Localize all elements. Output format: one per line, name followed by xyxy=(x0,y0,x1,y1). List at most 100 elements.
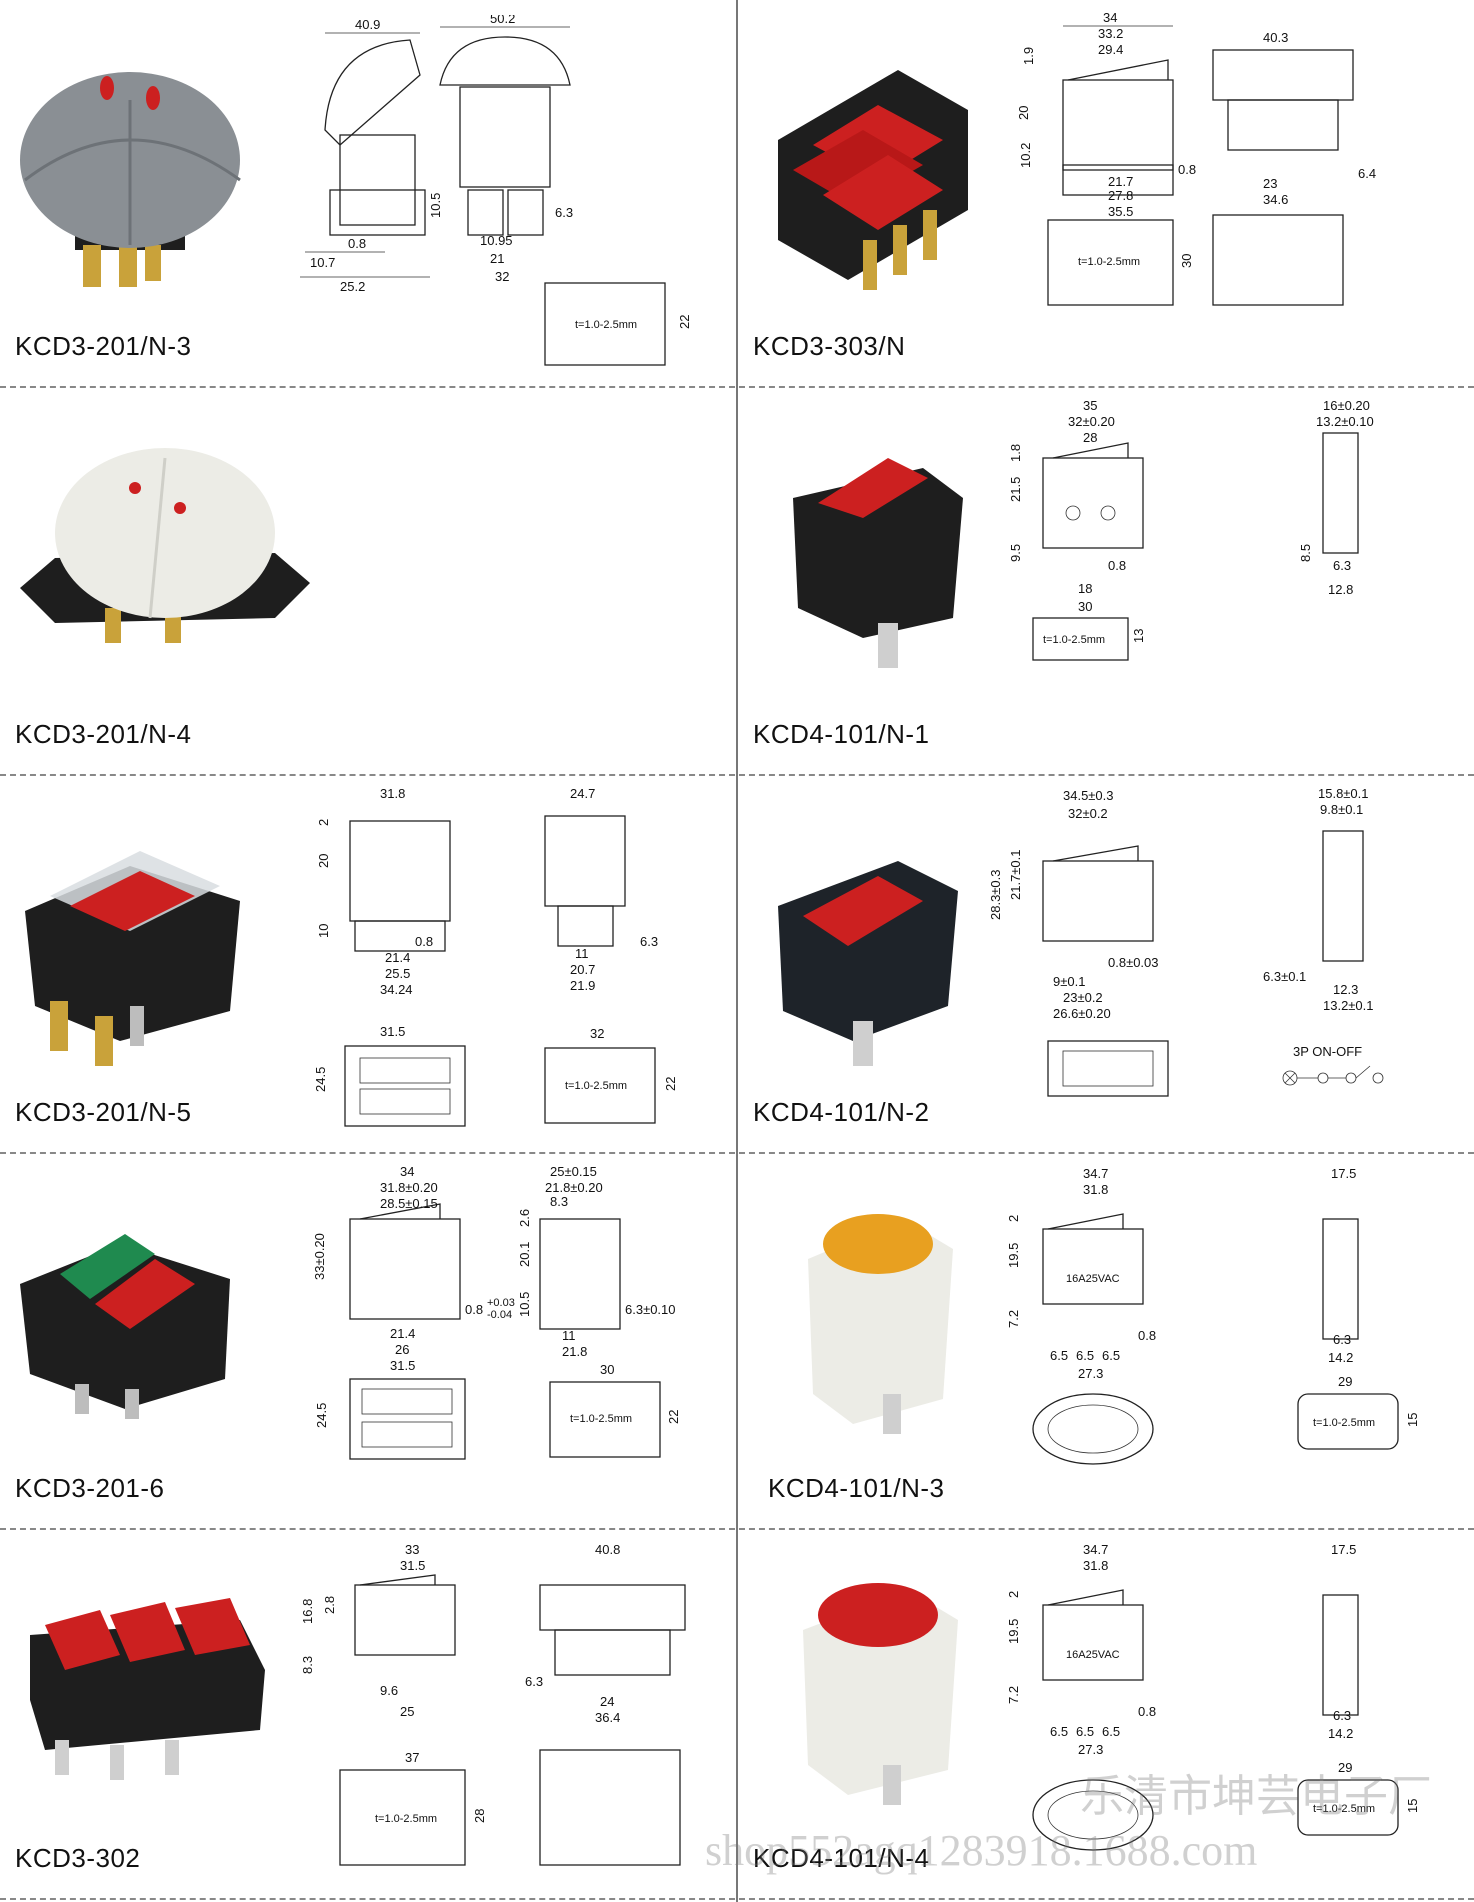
product-card: 40.9 50.2 10.5 0.8 10.7 25.2 10.95 21 32… xyxy=(0,0,736,386)
dim-label: 33 xyxy=(405,1542,419,1557)
dim-label: 14.2 xyxy=(1328,1350,1353,1365)
row-divider xyxy=(0,1898,1474,1900)
dim-label: 6.5 xyxy=(1076,1724,1094,1739)
dim-label: 32 xyxy=(495,269,509,284)
dim-label: 20 xyxy=(316,854,331,868)
row-divider xyxy=(0,1528,1474,1530)
dim-label: 0.8 xyxy=(465,1302,483,1317)
dim-label: 17.5 xyxy=(1331,1166,1356,1181)
dim-label: 8.5 xyxy=(1298,544,1313,562)
dimension-drawing: 34.7 31.8 2 19.5 7.2 16A25VAC 0.8 6.5 6.… xyxy=(1006,1166,1420,1465)
dim-label: 35 xyxy=(1083,398,1097,413)
dim-label: 30 xyxy=(1179,254,1194,268)
dim-label: 50.2 xyxy=(490,15,515,26)
dim-label: 23±0.2 xyxy=(1063,990,1103,1005)
dim-label: 0.8 xyxy=(1138,1328,1156,1343)
dim-label: 28 xyxy=(472,1809,487,1823)
dim-label: 14.2 xyxy=(1328,1726,1353,1741)
circuit-label: 3P ON-OFF xyxy=(1293,1044,1362,1059)
product-photo xyxy=(20,448,310,643)
model-name: KCD4-101/N-4 xyxy=(753,1843,930,1873)
tolerance: -0.04 xyxy=(487,1309,512,1321)
dim-label: 21.4 xyxy=(390,1326,415,1341)
dim-label: 6.3±0.10 xyxy=(625,1302,676,1317)
dim-label: 6.3 xyxy=(1333,1708,1351,1723)
dim-label: 25.5 xyxy=(385,966,410,981)
dim-label: 1.8 xyxy=(1008,444,1023,462)
dim-label: 13 xyxy=(1131,629,1146,643)
dim-label: 9±0.1 xyxy=(1053,974,1085,989)
dim-label: 21.7±0.1 xyxy=(1008,849,1023,900)
dim-label: 17.5 xyxy=(1331,1542,1356,1557)
dim-label: 10 xyxy=(316,924,331,938)
dim-label: 0.8 xyxy=(348,236,366,251)
dim-label: 26.6±0.20 xyxy=(1053,1006,1111,1021)
dim-label: 24.5 xyxy=(314,1403,329,1428)
dim-label: 2 xyxy=(1006,1215,1021,1222)
dim-label: 2.6 xyxy=(517,1209,532,1227)
dim-label: 30 xyxy=(1078,599,1092,614)
dim-label: 34.7 xyxy=(1083,1166,1108,1181)
dim-label: 12.3 xyxy=(1333,982,1358,997)
dim-label: 15 xyxy=(1405,1413,1420,1427)
dim-label: 2 xyxy=(316,819,331,826)
dim-label: 22 xyxy=(666,1410,681,1424)
dim-label: 2 xyxy=(1006,1591,1021,1598)
product-photo xyxy=(808,1214,953,1434)
model-name: KCD3-201/N-3 xyxy=(15,331,192,361)
dimension-drawing: 31.8 2 20 10 0.8 21.4 25.5 34.24 24.7 11… xyxy=(313,786,678,1127)
product-card: 31.8 2 20 10 0.8 21.4 25.5 34.24 24.7 11… xyxy=(0,776,736,1152)
dim-label: 6.5 xyxy=(1076,1348,1094,1363)
panel-thickness: t=1.0-2.5mm xyxy=(1313,1803,1375,1815)
dim-label: 28.3±0.3 xyxy=(988,869,1003,920)
dim-label: 34.24 xyxy=(380,982,413,997)
model-name: KCD3-201-6 xyxy=(15,1473,165,1503)
tolerance: +0.03 xyxy=(487,1297,515,1309)
dim-label: 26 xyxy=(395,1342,409,1357)
row-divider xyxy=(0,774,1474,776)
panel-thickness: t=1.0-2.5mm xyxy=(1078,256,1140,268)
dim-label: 36.4 xyxy=(595,1710,620,1725)
dim-label: 28.5±0.15 xyxy=(380,1196,438,1211)
dim-label: 24.5 xyxy=(313,1067,328,1092)
dim-label: 7.2 xyxy=(1006,1686,1021,1704)
dim-label: 31.8 xyxy=(1083,1182,1108,1197)
dim-label: 23 xyxy=(1263,176,1277,191)
dim-label: 31.8 xyxy=(380,786,405,801)
dim-label: 21.9 xyxy=(570,978,595,993)
dim-label: 30 xyxy=(600,1362,614,1377)
dim-label: 32±0.2 xyxy=(1068,806,1108,821)
dim-label: 28 xyxy=(1083,430,1097,445)
dim-label: 9.5 xyxy=(1008,544,1023,562)
dim-label: 20.7 xyxy=(570,962,595,977)
dim-label: 33±0.20 xyxy=(312,1233,327,1280)
dim-label: 21 xyxy=(490,251,504,266)
dim-label: 29.4 xyxy=(1098,42,1123,57)
dim-label: 25±0.15 xyxy=(550,1164,597,1179)
dim-label: 10.5 xyxy=(517,1292,532,1317)
dim-label: 16±0.20 xyxy=(1323,398,1370,413)
dim-label: 29 xyxy=(1338,1374,1352,1389)
product-card: 33 31.5 16.8 2.8 8.3 9.6 25 40.8 6.3 24 … xyxy=(0,1530,736,1898)
product-photo xyxy=(778,861,958,1066)
product-photo xyxy=(20,1234,230,1419)
dim-label: 34 xyxy=(1103,10,1117,25)
product-photo xyxy=(25,851,240,1066)
dim-label: 32±0.20 xyxy=(1068,414,1115,429)
product-photo xyxy=(20,72,241,287)
dim-label: 40.3 xyxy=(1263,30,1288,45)
product-card: 34.7 31.8 2 19.5 7.2 16A25VAC 0.8 6.5 6.… xyxy=(738,1530,1474,1898)
dim-label: 29 xyxy=(1338,1760,1352,1775)
dim-label: 6.3 xyxy=(1333,558,1351,573)
dim-label: 40.8 xyxy=(595,1542,620,1557)
product-photo xyxy=(778,70,968,290)
dim-label: 13.2±0.1 xyxy=(1323,998,1374,1013)
dim-label: 20 xyxy=(1018,106,1031,120)
model-name: KCD3-201/N-5 xyxy=(15,1097,192,1127)
dim-label: 16.8 xyxy=(300,1599,315,1624)
dim-label: 0.8 xyxy=(1108,558,1126,573)
dim-label: 10.95 xyxy=(480,233,513,248)
dim-label: 1.9 xyxy=(1021,47,1036,65)
dim-label: 6.5 xyxy=(1050,1348,1068,1363)
dim-label: 31.5 xyxy=(390,1358,415,1373)
